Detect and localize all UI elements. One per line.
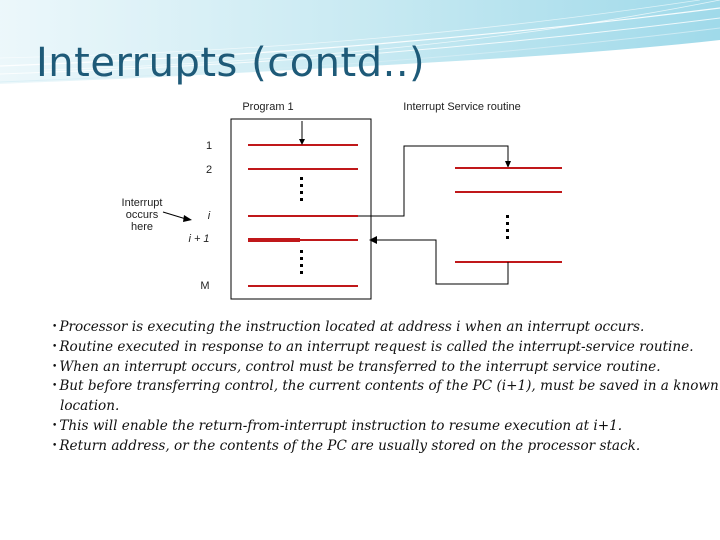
bullet-marker: • xyxy=(52,441,57,451)
svg-text:here: here xyxy=(131,221,153,233)
address-i-label: i xyxy=(208,210,211,222)
bullet-item: •But before transferring control, the cu… xyxy=(52,377,712,417)
interrupt-note: Interrupt occurs here xyxy=(122,197,163,233)
bullet-marker: • xyxy=(52,421,57,431)
control-transfer-path xyxy=(358,146,508,216)
address-2-label: 2 xyxy=(206,164,212,176)
bullet-item: •This will enable the return-from-interr… xyxy=(52,417,712,437)
bullet-marker: • xyxy=(52,381,57,391)
slide-title: Interrupts (contd..) xyxy=(36,40,425,86)
interrupt-arrow xyxy=(163,212,192,222)
bullet-item: •Processor is executing the instruction … xyxy=(52,318,712,338)
bullet-list: •Processor is executing the instruction … xyxy=(52,318,712,457)
program-flow-arrow xyxy=(299,121,305,145)
program-label: Program 1 xyxy=(242,101,293,113)
address-m-label: M xyxy=(200,280,209,292)
isr-label: Interrupt Service routine xyxy=(403,101,520,113)
bullet-item: •Routine executed in response to an inte… xyxy=(52,338,712,358)
svg-text:Interrupt: Interrupt xyxy=(122,197,163,209)
address-1-label: 1 xyxy=(206,140,212,152)
interrupt-diagram: Program 1 Interrupt Service routine 1 2 … xyxy=(122,101,562,299)
bullet-marker: • xyxy=(52,342,57,352)
isr-entry-arrow-head xyxy=(505,161,511,168)
bullet-marker: • xyxy=(52,362,57,372)
bullet-item: •When an interrupt occurs, control must … xyxy=(52,358,712,378)
bullet-marker: • xyxy=(52,322,57,332)
program-ellipsis-lower xyxy=(300,250,303,274)
svg-text:occurs: occurs xyxy=(126,209,159,221)
bullet-item: •Return address, or the contents of the … xyxy=(52,437,712,457)
isr-ellipsis xyxy=(506,215,509,239)
program-ellipsis-upper xyxy=(300,177,303,201)
address-i-plus-1-label: i + 1 xyxy=(188,233,209,245)
return-arrow-head xyxy=(369,236,377,244)
